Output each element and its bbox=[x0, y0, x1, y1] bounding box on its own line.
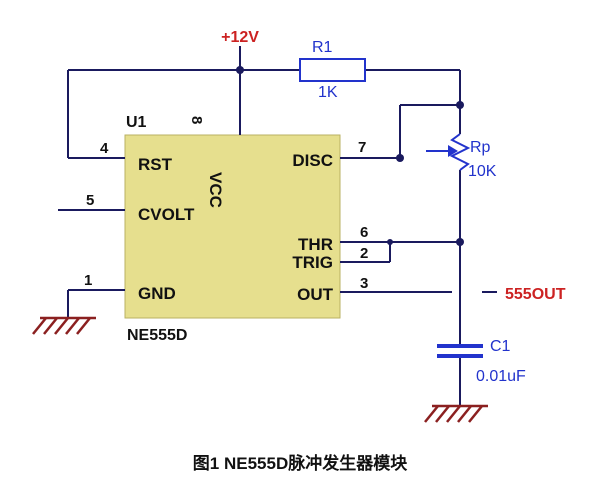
disc-pin-label: DISC bbox=[292, 151, 333, 170]
ground-hatch bbox=[446, 405, 461, 423]
c1-value: 0.01uF bbox=[476, 368, 526, 385]
trig-pin-label: TRIG bbox=[292, 253, 333, 272]
r1-value: 1K bbox=[318, 84, 338, 101]
power-net-label: +12V bbox=[221, 29, 259, 46]
output-net-label: 555OUT bbox=[505, 286, 566, 303]
junction-dot bbox=[236, 66, 244, 74]
rp-value: 10K bbox=[468, 163, 497, 180]
junction-dot bbox=[456, 238, 464, 246]
ground-hatch bbox=[65, 317, 80, 335]
chip-ne555d bbox=[124, 134, 341, 319]
c1-designator: C1 bbox=[490, 338, 511, 355]
resistor-r1-symbol bbox=[299, 58, 366, 82]
gnd-pin-label: GND bbox=[138, 284, 176, 303]
capacitor-c1-symbol bbox=[437, 344, 483, 358]
junction-dot bbox=[456, 101, 464, 109]
thr-pin-label: THR bbox=[298, 235, 333, 254]
ground-hatch bbox=[54, 317, 69, 335]
vcc-pin-label: VCC bbox=[206, 172, 225, 208]
ground-hatch bbox=[424, 405, 439, 423]
chip-designator: U1 bbox=[126, 114, 147, 131]
ground-symbol-left bbox=[32, 316, 96, 335]
rp-designator: Rp bbox=[470, 139, 491, 156]
junction-dots bbox=[236, 66, 464, 246]
pin-number-2: 2 bbox=[360, 245, 368, 262]
ground-hatch bbox=[32, 317, 47, 335]
chip-body bbox=[124, 134, 341, 319]
pin-number-5: 5 bbox=[86, 192, 94, 209]
wiper-arrow-icon bbox=[448, 145, 458, 157]
potentiometer-rp-symbol bbox=[426, 133, 471, 171]
figure-caption: 图1 NE555D脉冲发生器模块 bbox=[193, 453, 408, 473]
pin-number-8: 8 bbox=[188, 116, 205, 124]
ground-hatch bbox=[435, 405, 450, 423]
chip-part-number: NE555D bbox=[127, 327, 187, 344]
resistor-body bbox=[299, 58, 366, 82]
wires bbox=[58, 46, 497, 406]
pin-number-6: 6 bbox=[360, 224, 368, 241]
cvolt-pin-label: CVOLT bbox=[138, 205, 195, 224]
ground-hatch bbox=[76, 317, 91, 335]
junction-dot bbox=[396, 154, 404, 162]
ground-hatch bbox=[43, 317, 58, 335]
potentiometer-zigzag bbox=[449, 133, 471, 171]
rst-pin-label: RST bbox=[138, 155, 173, 174]
pin-number-7: 7 bbox=[358, 139, 366, 156]
ground-hatch bbox=[468, 405, 483, 423]
pin-number-4: 4 bbox=[100, 140, 109, 157]
pin-number-3: 3 bbox=[360, 275, 368, 292]
r1-designator: R1 bbox=[312, 39, 333, 56]
out-pin-label: OUT bbox=[297, 285, 334, 304]
ground-symbol-right bbox=[424, 404, 488, 423]
ground-hatch bbox=[457, 405, 472, 423]
pin-number-1: 1 bbox=[84, 272, 92, 289]
junction-dot bbox=[387, 239, 393, 245]
